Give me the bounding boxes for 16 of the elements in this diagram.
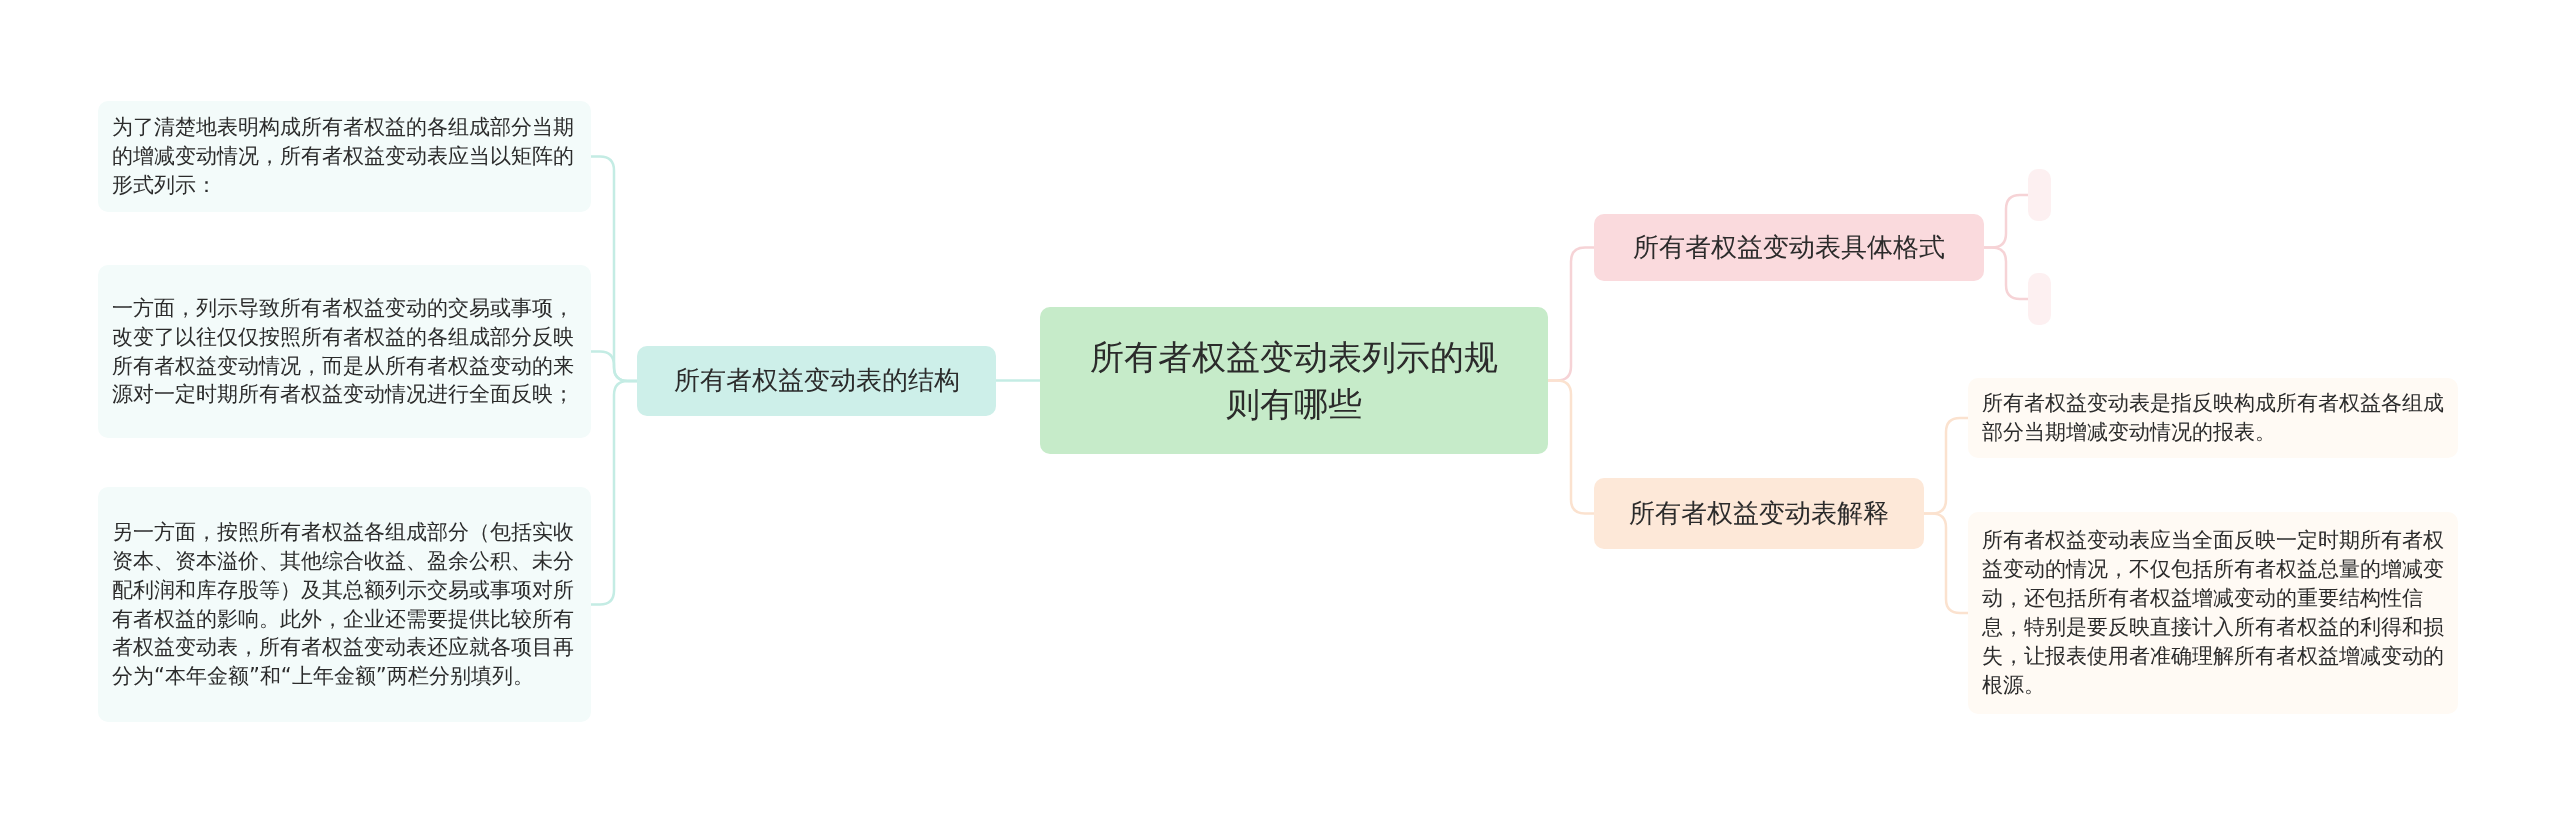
central-topic-box: 所有者权益变动表列示的规则有哪些 (1040, 307, 1548, 454)
note-box: 为了清楚地表明构成所有者权益的各组成部分当期的增减变动情况，所有者权益变动表应当以矩阵的形式列示： (98, 101, 591, 212)
branch-topic-box: 所有者权益变动表解释 (1594, 478, 1924, 549)
branch-topic-box: 所有者权益变动表的结构 (637, 346, 996, 416)
note-box: 所有者权益变动表应当全面反映一定时期所有者权益变动的情况，不仅包括所有者权益总量的增减变动，还包括所有者权益增减变动的重要结构性信息，特别是要反映直接计入所有者权益的利得和损失，让报表使用者准确理解所有者权益增减变动的根源。 (1968, 512, 2458, 714)
connector-line (1924, 512, 1968, 615)
connector-line (1984, 246, 2028, 301)
note-box: 所有者权益变动表是指反映构成所有者权益各组成部分当期增减变动情况的报表。 (1968, 378, 2458, 458)
branch-topic-box: 所有者权益变动表具体格式 (1594, 214, 1984, 281)
empty-box (2028, 273, 2051, 325)
connector-line (591, 379, 637, 606)
note-box: 一方面，列示导致所有者权益变动的交易或事项，改变了以往仅仅按照所有者权益的各组成部分反映所有者权益变动情况，而是从所有者权益变动的来源对一定时期所有者权益变动情况进行全面反映； (98, 265, 591, 438)
connector-line (996, 379, 1040, 382)
note-box: 另一方面，按照所有者权益各组成部分（包括实收资本、资本溢价、其他综合收益、盈余公积、未分配利润和库存股等）及其总额列示交易或事项对所有者权益的影响。此外，企业还需要提供比较所有者权益变动表，所有者权益变动表还应就各项目再分为“本年金额”和“上年金额”两栏分别填列。 (98, 487, 591, 722)
connector-line (1548, 379, 1594, 515)
empty-box (2028, 169, 2051, 221)
